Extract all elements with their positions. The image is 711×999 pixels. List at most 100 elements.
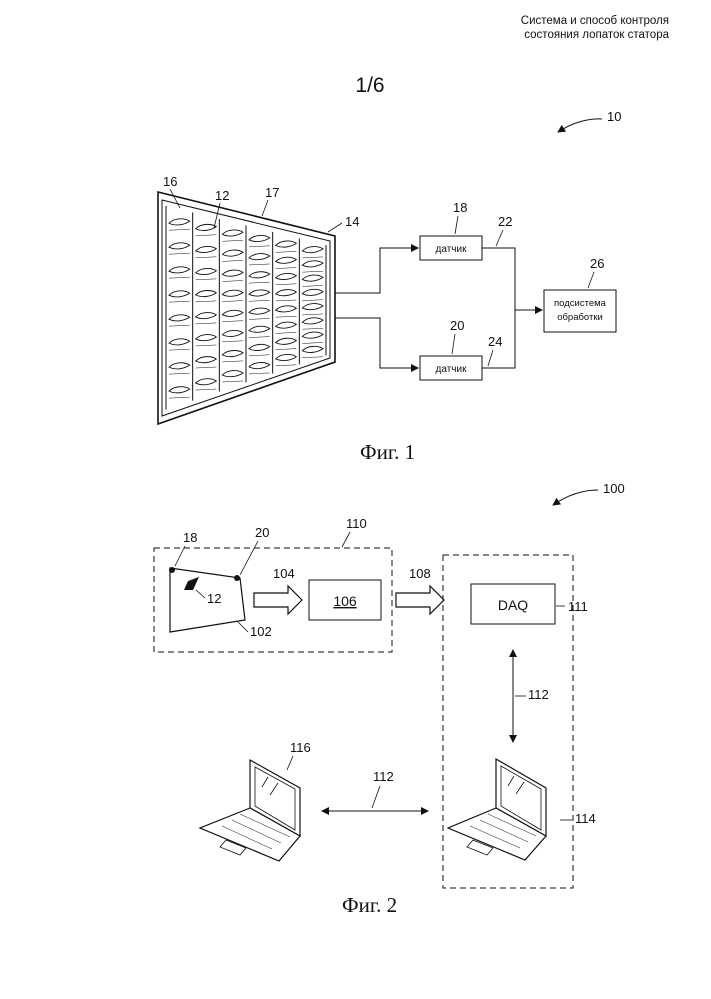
stator-blade (302, 318, 323, 324)
stator-blade (222, 310, 243, 316)
blade-row-divider (169, 325, 190, 326)
blade-row-divider (196, 301, 217, 302)
fig1-ref-sensor-bottom: 20 (450, 318, 464, 333)
blade-row-divider (302, 357, 323, 358)
header-line-2: состояния лопаток статора (521, 28, 669, 42)
fig2-ref-sensor-b: 20 (255, 525, 269, 540)
fig2-ref-blade: 12 (207, 591, 221, 606)
stator-blade (169, 243, 190, 249)
blade-row-divider (249, 246, 270, 247)
blade-row-divider (222, 280, 243, 281)
stator-blade (276, 241, 297, 247)
blade-row-divider (276, 251, 297, 252)
fig2-ref-daq: 111 (568, 599, 588, 614)
stator-blade (302, 289, 323, 295)
blade-row-divider (196, 279, 217, 280)
blade-row-divider (196, 367, 217, 368)
stator-blade (169, 387, 190, 393)
figure-2-drawing: 100 110 18 20 12 102 104 106 108 DAQ 111… (0, 475, 711, 900)
blade-row-divider (196, 389, 217, 390)
stator-blade (249, 363, 270, 369)
stator-blade (249, 326, 270, 332)
sensor-b-dot (234, 575, 240, 581)
blade-row-divider (169, 301, 190, 302)
hollow-arrow-108 (396, 586, 444, 614)
fig1-ref-system-leader (558, 119, 602, 132)
fig2-ref-arrow-a: 104 (273, 566, 295, 581)
stator-blade (276, 257, 297, 263)
blade-row-divider (302, 300, 323, 301)
fig2-ref-group-a: 110 (346, 516, 367, 531)
blade-row-divider (222, 260, 243, 261)
blade-row-divider (169, 277, 190, 278)
laptop-remote (200, 760, 300, 861)
blade-row-divider (169, 349, 190, 350)
stator-blade (196, 290, 217, 296)
fig2-ref-arrow-b: 108 (409, 566, 431, 581)
blade-row-divider (302, 257, 323, 258)
stator-blade (302, 261, 323, 267)
stator-blade (249, 344, 270, 350)
sensor-a-dot (169, 567, 175, 573)
stator-blade (222, 371, 243, 377)
stator-blade (222, 250, 243, 256)
blade-row-divider (249, 264, 270, 265)
blade-row-divider (249, 300, 270, 301)
blade-row-divider (222, 321, 243, 322)
fig2-ref-link-vertical: 112 (528, 687, 549, 702)
fig2-ref-panel: 102 (250, 624, 272, 639)
stator-blade-array (158, 192, 335, 424)
blade-row-divider (196, 235, 217, 236)
blade-row-divider (222, 240, 243, 241)
blade-row-divider (169, 229, 190, 230)
stator-blade (276, 354, 297, 360)
stator-blade (169, 291, 190, 297)
stator-blade (249, 235, 270, 241)
stator-blade (196, 313, 217, 319)
fig1-line-to-sensor-top (335, 248, 418, 293)
stator-blade (249, 290, 270, 296)
blade-row-divider (196, 257, 217, 258)
blade-row-divider (276, 284, 297, 285)
fig1-line-to-sensor-bottom (335, 318, 418, 368)
fig2-ref-laptop-remote: 116 (290, 740, 311, 755)
fig1-ref-sensor-top: 18 (453, 200, 467, 215)
stator-blade (169, 363, 190, 369)
sensor-top-label: датчик (436, 244, 468, 255)
blade-row-divider (276, 349, 297, 350)
blade-row-divider (276, 268, 297, 269)
fig2-ref-laptop-local: 114 (575, 811, 596, 826)
stator-blade (222, 290, 243, 296)
stator-blade (302, 247, 323, 253)
stator-blade (169, 219, 190, 225)
fig1-link-top (482, 248, 515, 310)
blade-row-divider (196, 323, 217, 324)
page-number: 1/6 (340, 74, 400, 98)
stator-blade (302, 275, 323, 281)
figure-1-caption: Фиг. 1 (360, 440, 415, 465)
blade-row-divider (302, 328, 323, 329)
stator-blade (196, 357, 217, 363)
fig2-ref-system: 100 (603, 481, 625, 496)
fig1-ref-casing: 17 (265, 185, 279, 200)
blade-row-divider (302, 271, 323, 272)
blade-row-divider (196, 345, 217, 346)
hollow-arrow-104 (254, 586, 302, 614)
processing-label-line-2: обработки (557, 312, 603, 323)
stator-blade (276, 322, 297, 328)
fig1-ref-link-top: 22 (498, 214, 512, 229)
blade-row-divider (249, 373, 270, 374)
blade-row-divider (302, 314, 323, 315)
blade-row-divider (276, 316, 297, 317)
laptop-local (448, 759, 546, 860)
stator-blade (196, 268, 217, 274)
blade-row-divider (276, 365, 297, 366)
stator-blade (169, 315, 190, 321)
fig1-ref-blade: 12 (215, 188, 229, 203)
stator-blade (169, 267, 190, 273)
figure-2-caption: Фиг. 2 (342, 893, 397, 918)
blade-row-divider (222, 301, 243, 302)
blade-row-divider (222, 381, 243, 382)
stator-blade (276, 273, 297, 279)
processing-subsystem-box (544, 290, 616, 332)
